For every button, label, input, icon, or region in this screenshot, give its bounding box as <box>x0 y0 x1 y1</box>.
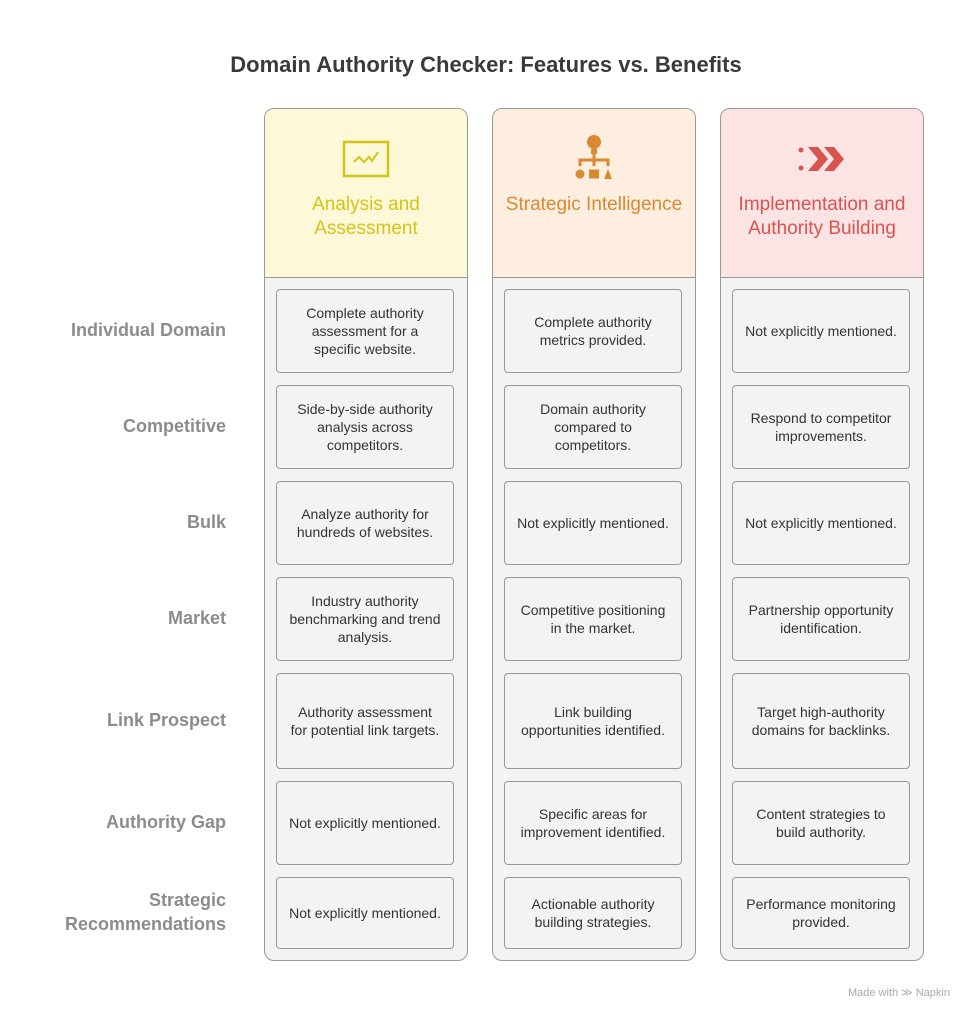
table-cell: Respond to competitor improvements. <box>732 385 910 469</box>
row-label: Competitive <box>122 416 226 436</box>
table-cell: Domain authority compared to competitors… <box>504 385 682 469</box>
strategy-hierarchy-icon <box>493 134 695 183</box>
table-cell: Link building opportunities identified. <box>504 673 682 769</box>
row-label: Strategic Recommendations <box>64 890 226 934</box>
column-label: Analysis and Assessment <box>312 193 420 239</box>
row-label: Link Prospect <box>106 710 226 730</box>
table-cell: Not explicitly mentioned. <box>504 481 682 565</box>
table-cell: Not explicitly mentioned. <box>276 877 454 949</box>
table-cell: Specific areas for improvement identifie… <box>504 781 682 865</box>
table-cell: Authority assessment for potential link … <box>276 673 454 769</box>
column-header: Strategic Intelligence <box>493 109 695 278</box>
table-cell: Complete authority metrics provided. <box>504 289 682 373</box>
table-cell: Content strategies to build authority. <box>732 781 910 865</box>
table-cell: Complete authority assessment for a spec… <box>276 289 454 373</box>
table-cell: Not explicitly mentioned. <box>732 481 910 565</box>
column-header: Analysis and Assessment <box>265 109 467 278</box>
table-cell: Not explicitly mentioned. <box>276 781 454 865</box>
line-chart-icon <box>265 135 467 183</box>
table-cell: Performance monitoring provided. <box>732 877 910 949</box>
column-label: Strategic Intelligence <box>505 193 683 215</box>
table-cell: Analyze authority for hundreds of websit… <box>276 481 454 565</box>
table-cell: Competitive positioning in the market. <box>504 577 682 661</box>
row-label: Authority Gap <box>106 812 226 832</box>
table-cell: Actionable authority building strategies… <box>504 877 682 949</box>
table-cell: Not explicitly mentioned. <box>732 289 910 373</box>
row-label: Bulk <box>186 512 226 532</box>
table-cell: Side-by-side authority analysis across c… <box>276 385 454 469</box>
table-cell: Industry authority benchmarking and tren… <box>276 577 454 661</box>
napkin-watermark: Made with ≫ Napkin <box>847 987 950 999</box>
diagram-title: Domain Authority Checker: Features vs. B… <box>230 52 742 77</box>
table-cell: Partnership opportunity identification. <box>732 577 910 661</box>
forward-arrows-icon <box>721 135 923 183</box>
table-cell: Target high-authority domains for backli… <box>732 673 910 769</box>
row-label: Market <box>167 608 226 628</box>
row-label: Individual Domain <box>70 320 226 340</box>
column-header: Implementation and Authority Building <box>721 109 923 278</box>
column-label: Implementation and Authority Building <box>738 193 906 239</box>
